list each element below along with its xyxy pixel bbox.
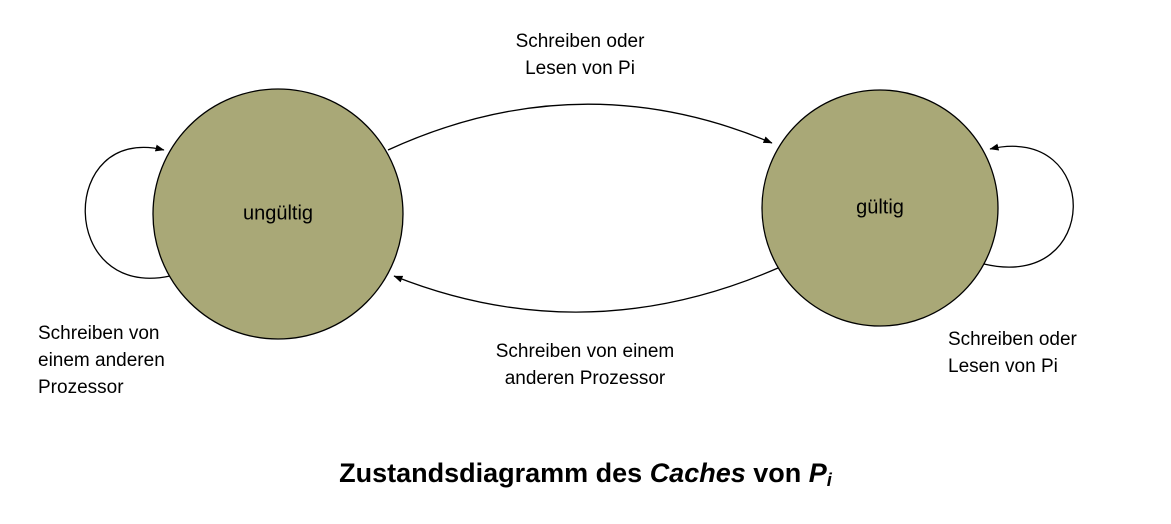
caption-text-1: Zustandsdiagramm des: [339, 458, 650, 488]
transition-bottom-label: Schreiben von einem anderen Prozessor: [495, 341, 675, 389]
caption-text-caches-italic: Caches: [649, 458, 746, 488]
diagram-caption: Zustandsdiagramm des Caches von Pi: [0, 458, 1171, 491]
caption-text-p-italic: P: [808, 458, 827, 488]
self-loop-invalid-arrow: [84, 144, 171, 279]
self-loop-valid-arrow: [983, 143, 1074, 268]
state-invalid-circle: [152, 88, 404, 340]
caption-text-2: von: [745, 458, 809, 488]
self-loop-invalid-label: Schreiben von einem anderen Prozessor: [38, 323, 165, 398]
state-invalid-label: ungültig: [242, 202, 314, 225]
state-valid-label: gültig: [856, 196, 904, 219]
self-loop-valid-label: Schreiben oder Lesen von Pi: [948, 329, 1077, 377]
transition-top-label: Schreiben oder Lesen von Pi: [515, 31, 645, 79]
state-valid-circle: [761, 89, 999, 327]
transition-invalid-to-valid-arrow: [387, 103, 773, 151]
caption-text-i-subscript: i: [826, 469, 832, 491]
transition-valid-to-invalid-arrow: [393, 267, 779, 313]
